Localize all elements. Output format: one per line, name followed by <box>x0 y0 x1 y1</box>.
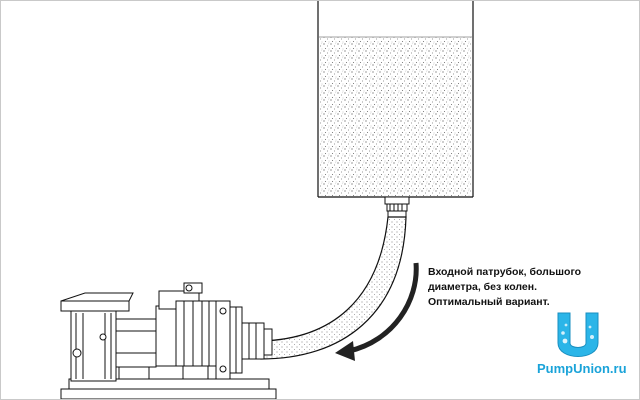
caption-line-3: Оптимальный вариант. <box>428 296 550 308</box>
caption-line-1: Входной патрубок, большого <box>428 266 582 278</box>
tank-outlet-nozzle <box>384 196 410 218</box>
pump-assembly <box>60 282 277 399</box>
tank-liquid <box>320 37 471 196</box>
tank <box>317 1 474 198</box>
suction-hose <box>260 216 407 360</box>
pumpunion-u-logo <box>557 312 599 357</box>
caption-line-2: диаметра, без колен. <box>428 281 538 293</box>
diagram-caption: Входной патрубок, большого диаметра, без… <box>428 265 628 310</box>
curved-arrow-icon <box>335 262 419 361</box>
brand-name: PumpUnion.ru <box>537 361 627 376</box>
